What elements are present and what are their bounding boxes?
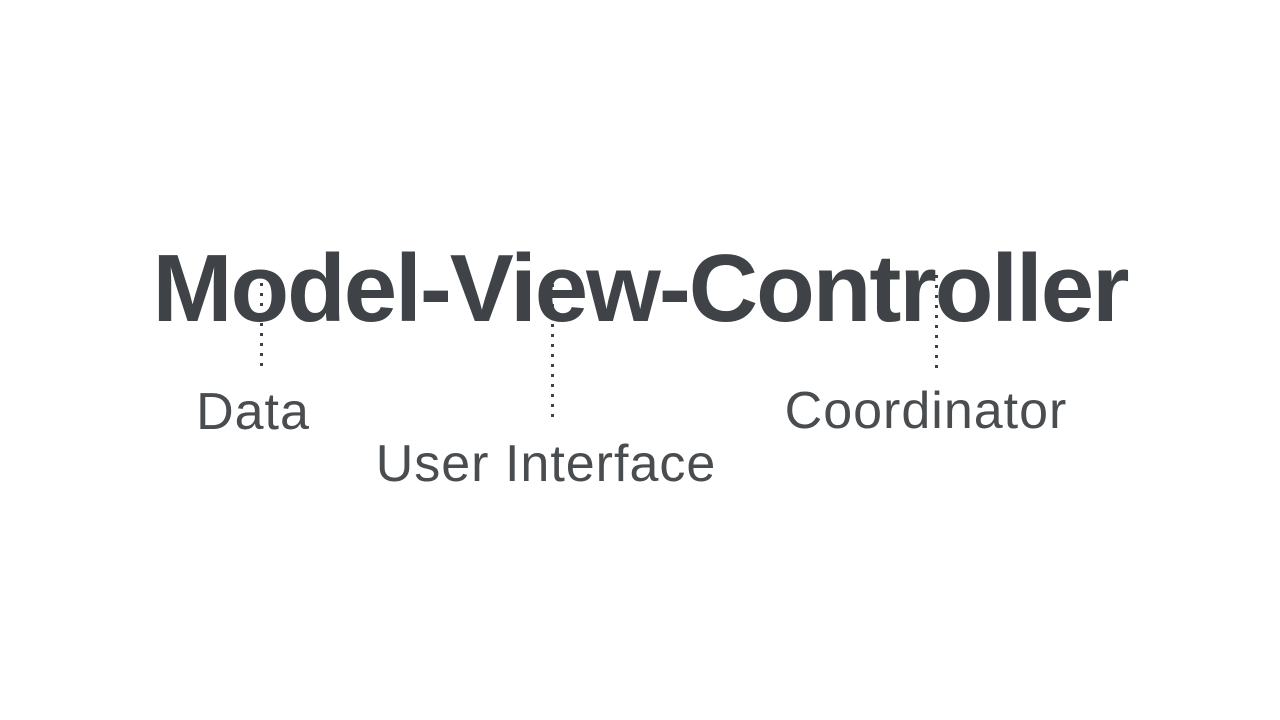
label-view-meaning: User Interface: [375, 435, 717, 493]
dotted-connector-view: [551, 274, 554, 422]
label-controller-meaning: Coordinator: [784, 382, 1068, 440]
dotted-connector-controller: [935, 275, 938, 372]
label-model-meaning: Data: [196, 383, 310, 441]
dotted-connector-model: [260, 273, 263, 372]
page-title: Model-View-Controller: [152, 235, 1130, 343]
